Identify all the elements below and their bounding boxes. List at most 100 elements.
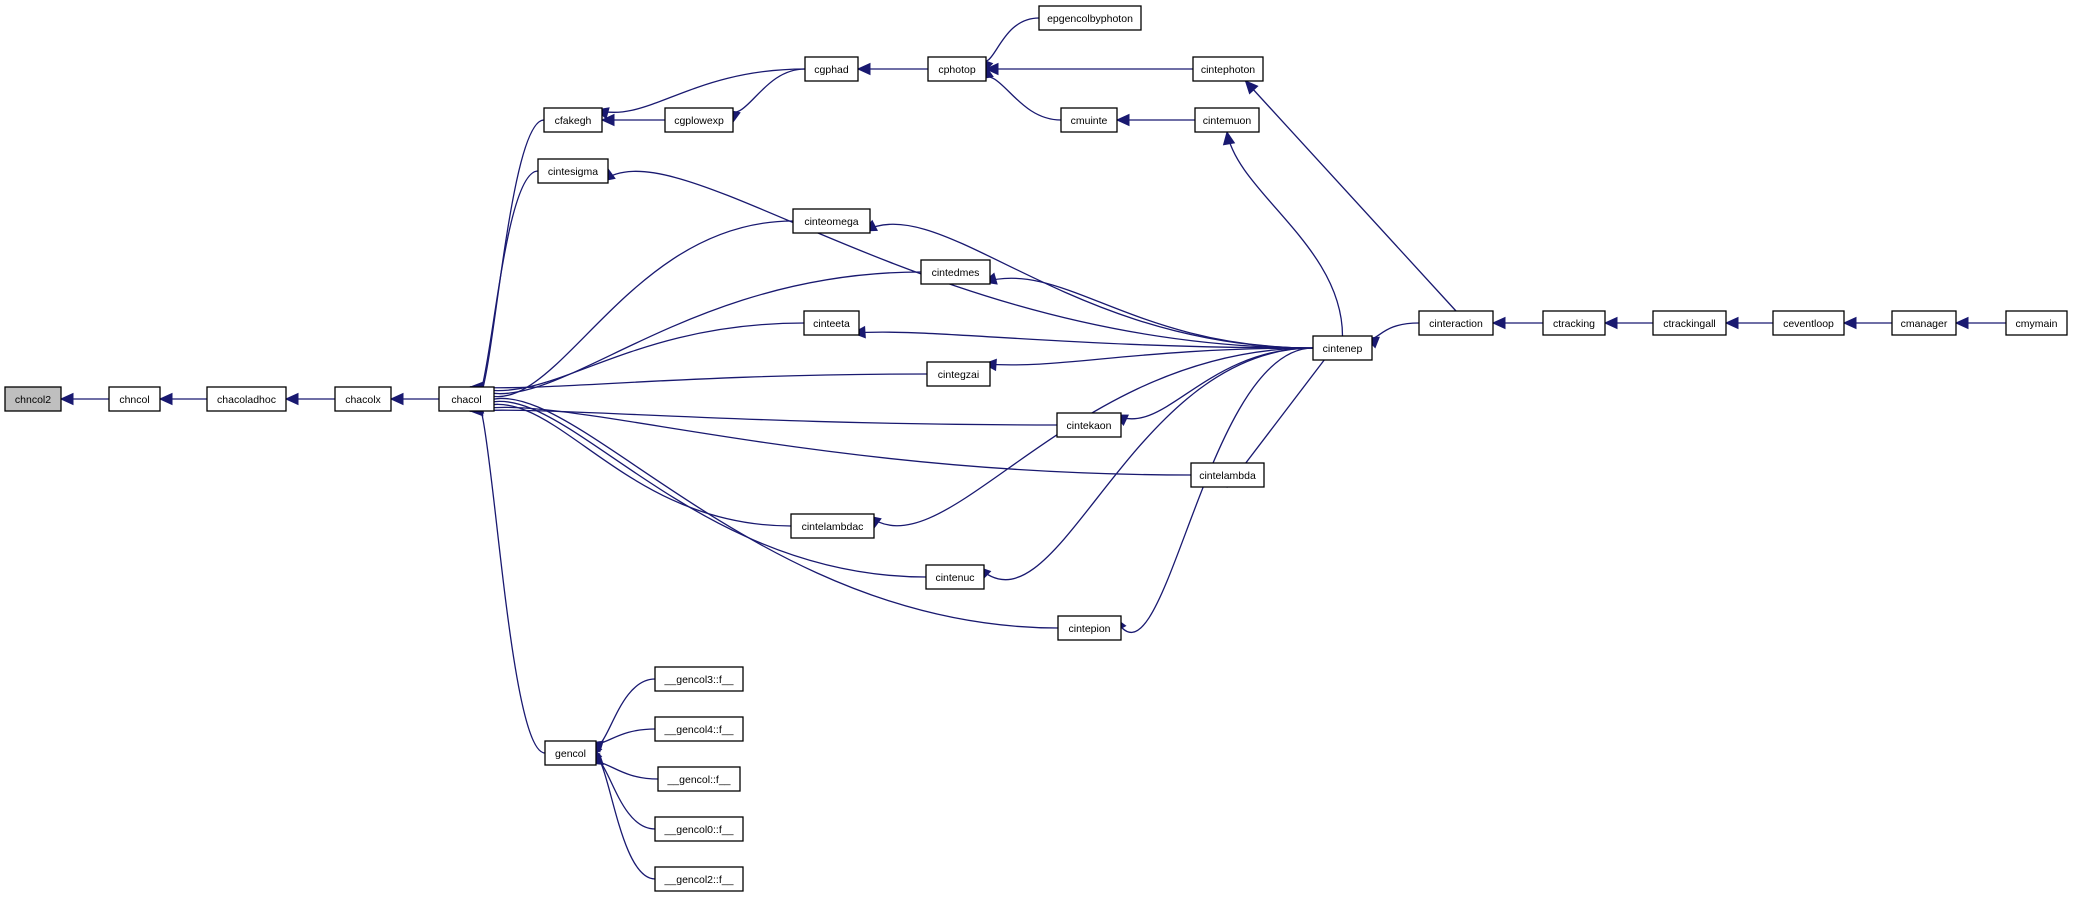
node-box-chacol[interactable] [438, 386, 495, 412]
edge-cintenep-to-cintedmes [983, 277, 1314, 349]
node-cintegzai[interactable]: cintegzai [926, 361, 991, 387]
arrowhead-chacol-to-chacolx [389, 392, 404, 406]
node-chacol[interactable]: chacol [438, 386, 495, 412]
node-chncol[interactable]: chncol [108, 386, 161, 412]
node-cintemuon[interactable]: cintemuon [1194, 107, 1260, 133]
node-box-cintelambda[interactable] [1190, 462, 1265, 488]
node-label-chncol: chncol [119, 394, 149, 406]
node-gencolf[interactable]: __gencol::f__ [657, 766, 741, 792]
node-cintepion[interactable]: cintepion [1057, 615, 1122, 641]
edge-gencol0-to-gencol [589, 758, 656, 830]
node-box-cintekaon[interactable] [1056, 412, 1122, 438]
node-cintelambda[interactable]: cintelambda [1190, 462, 1265, 488]
arrowhead-cmanager-to-ceventloop [1842, 316, 1857, 330]
node-box-gencol0[interactable] [654, 816, 744, 842]
node-cintedmes[interactable]: cintedmes [920, 259, 991, 285]
node-cfakegh[interactable]: cfakegh [543, 107, 603, 133]
node-box-chacoladhoc[interactable] [206, 386, 287, 412]
node-box-cintegzai[interactable] [926, 361, 991, 387]
node-ctracking[interactable]: ctracking [1542, 310, 1606, 336]
node-chacolx[interactable]: chacolx [334, 386, 392, 412]
node-box-cintemuon[interactable] [1194, 107, 1260, 133]
node-label-cgphad: cgphad [814, 64, 849, 76]
node-box-cintephoton[interactable] [1192, 56, 1264, 82]
node-cintesigma[interactable]: cintesigma [537, 158, 609, 184]
arrowhead-chncol-to-chncol2 [59, 392, 74, 406]
node-label-cmymain: cmymain [2015, 318, 2057, 330]
edge-cintenep-to-cintegzai [983, 347, 1314, 366]
node-label-cintepion: cintepion [1068, 623, 1110, 635]
node-box-chncol[interactable] [108, 386, 161, 412]
node-chncol2[interactable]: chncol2 [4, 386, 62, 412]
node-gencol4[interactable]: __gencol4::f__ [654, 716, 744, 742]
node-cinteomega[interactable]: cinteomega [792, 208, 871, 234]
node-box-cmuinte[interactable] [1060, 107, 1118, 133]
node-cinteeta[interactable]: cinteeta [803, 310, 860, 336]
node-box-cmymain[interactable] [2005, 310, 2068, 336]
node-gencol3[interactable]: __gencol3::f__ [654, 666, 744, 692]
node-cintenep[interactable]: cintenep [1312, 335, 1373, 361]
node-ceventloop[interactable]: ceventloop [1772, 310, 1845, 336]
node-box-gencolf[interactable] [657, 766, 741, 792]
node-label-ctrackingall: ctrackingall [1663, 318, 1716, 330]
node-box-cintenuc[interactable] [925, 564, 985, 590]
edge-cinteeta-to-chacol [470, 322, 805, 392]
node-box-cintenep[interactable] [1312, 335, 1373, 361]
edge-cintenep-to-cinteomega [863, 223, 1314, 349]
node-label-chacolx: chacolx [345, 394, 381, 406]
node-box-cgphad[interactable] [804, 56, 859, 82]
arrowhead-cintenep-to-cintemuon [1222, 130, 1236, 146]
node-epgencolbyphoton[interactable]: epgencolbyphoton [1038, 5, 1142, 31]
node-cgphad[interactable]: cgphad [804, 56, 859, 82]
node-box-cintedmes[interactable] [920, 259, 991, 285]
node-box-cphotop[interactable] [927, 56, 987, 82]
node-cintephoton[interactable]: cintephoton [1192, 56, 1264, 82]
node-box-cinteomega[interactable] [792, 208, 871, 234]
arrowhead-ctracking-to-cinteraction [1491, 316, 1506, 330]
node-label-cfakegh: cfakegh [555, 115, 592, 127]
node-box-cinteraction[interactable] [1418, 310, 1494, 336]
edge-cfakegh-to-chacol [469, 119, 545, 402]
node-box-chacolx[interactable] [334, 386, 392, 412]
node-box-gencol[interactable] [544, 740, 597, 766]
node-gencol[interactable]: gencol [544, 740, 597, 766]
node-box-gencol3[interactable] [654, 666, 744, 692]
node-cinteraction[interactable]: cinteraction [1418, 310, 1494, 336]
node-gencol0[interactable]: __gencol0::f__ [654, 816, 744, 842]
node-box-cintesigma[interactable] [537, 158, 609, 184]
node-box-ctracking[interactable] [1542, 310, 1606, 336]
node-box-cmanager[interactable] [1891, 310, 1957, 336]
node-gencol2[interactable]: __gencol2::f__ [654, 866, 744, 892]
node-box-cgplowexp[interactable] [664, 107, 734, 133]
node-cintelambdac[interactable]: cintelambdac [790, 513, 875, 539]
node-ctrackingall[interactable]: ctrackingall [1652, 310, 1727, 336]
node-cmymain[interactable]: cmymain [2005, 310, 2068, 336]
node-box-epgencolbyphoton[interactable] [1038, 5, 1142, 31]
node-box-cfakegh[interactable] [543, 107, 603, 133]
node-label-cinteeta: cinteeta [813, 318, 850, 330]
node-label-chacol: chacol [451, 394, 481, 406]
node-cintenuc[interactable]: cintenuc [925, 564, 985, 590]
edge-gencol-to-chacol [469, 398, 546, 754]
node-box-ceventloop[interactable] [1772, 310, 1845, 336]
node-cmanager[interactable]: cmanager [1891, 310, 1957, 336]
node-box-ctrackingall[interactable] [1652, 310, 1727, 336]
node-cmuinte[interactable]: cmuinte [1060, 107, 1118, 133]
node-box-cinteeta[interactable] [803, 310, 860, 336]
arrowhead-cinteraction-to-cintephoton [1244, 80, 1259, 95]
node-chacoladhoc[interactable]: chacoladhoc [206, 386, 287, 412]
node-label-cintekaon: cintekaon [1067, 420, 1112, 432]
edge-cintenep-to-cintepion [1114, 347, 1314, 633]
node-box-cintepion[interactable] [1057, 615, 1122, 641]
nodes-layer: chncol2 chncol chacoladhoc chacolx chacol cfa… [4, 5, 2068, 892]
node-box-chncol2[interactable] [4, 386, 62, 412]
node-label-cintenuc: cintenuc [935, 572, 974, 584]
node-cgplowexp[interactable]: cgplowexp [664, 107, 734, 133]
node-label-chacoladhoc: chacoladhoc [217, 394, 276, 406]
edge-cmuinte-to-cphotop [979, 76, 1062, 121]
node-box-cintelambdac[interactable] [790, 513, 875, 539]
node-box-gencol2[interactable] [654, 866, 744, 892]
node-cintekaon[interactable]: cintekaon [1056, 412, 1122, 438]
node-box-gencol4[interactable] [654, 716, 744, 742]
node-cphotop[interactable]: cphotop [927, 56, 987, 82]
